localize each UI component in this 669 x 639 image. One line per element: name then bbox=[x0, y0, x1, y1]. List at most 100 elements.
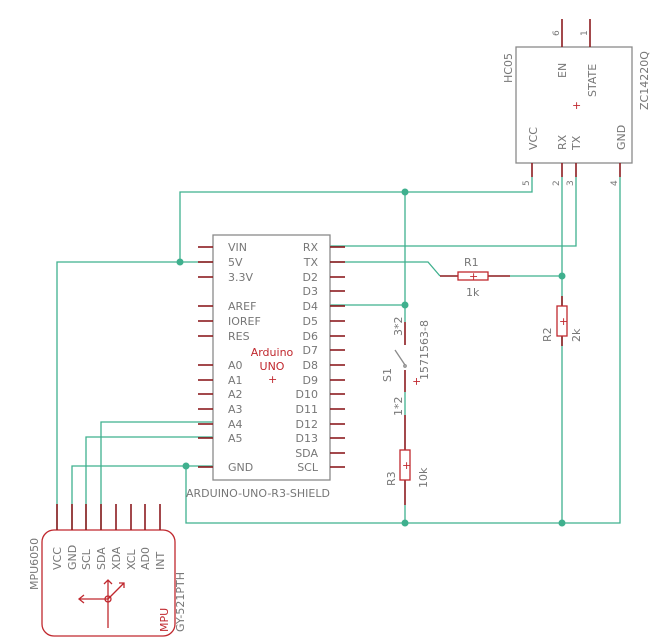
hc05-pin-vcc: VCC bbox=[527, 127, 540, 150]
mpu-pin-ad0: AD0 bbox=[139, 547, 152, 570]
hc05-pin-tx: TX bbox=[570, 135, 583, 151]
arduino-left-pin-lines bbox=[198, 246, 213, 468]
junction-dot bbox=[558, 272, 566, 280]
svg-text:+: + bbox=[559, 315, 568, 328]
r2-name: R2 bbox=[541, 327, 554, 342]
wire-5v-top bbox=[179, 177, 533, 262]
arduino-uno-shield[interactable]: VIN 5V 3.3V AREF IOREF RES A0 A1 A2 A3 A… bbox=[186, 234, 345, 500]
junction-dot bbox=[401, 301, 409, 309]
r3-value: 10k bbox=[417, 467, 430, 488]
arduino-pin-d5: D5 bbox=[303, 315, 318, 328]
hc05-pin-rx: RX bbox=[556, 134, 569, 150]
arduino-pin-d3: D3 bbox=[303, 285, 318, 298]
arduino-right-pin-lines bbox=[330, 246, 345, 468]
wire-arduino-tx bbox=[330, 261, 441, 277]
wire-a5-scl bbox=[85, 436, 213, 530]
hc05-pin-number-3: 3 bbox=[566, 180, 576, 186]
arduino-pin-a5: A5 bbox=[228, 432, 243, 445]
hc05-pin-number-2: 2 bbox=[552, 180, 562, 186]
arduino-pin-d8: D8 bbox=[303, 359, 318, 372]
s1-name: S1 bbox=[381, 368, 394, 382]
arduino-pin-scl: SCL bbox=[297, 461, 319, 474]
arduino-name-line1: Arduino bbox=[251, 346, 294, 359]
wire-5v-mpu bbox=[56, 261, 213, 530]
arduino-pin-a0: A0 bbox=[228, 359, 243, 372]
mpu-pin-xda: XDA bbox=[110, 546, 123, 570]
arduino-pin-rx: RX bbox=[303, 241, 319, 254]
arduino-pin-d11: D11 bbox=[296, 403, 318, 416]
mpu-pin-gnd: GND bbox=[66, 545, 79, 570]
arduino-pin-a4: A4 bbox=[228, 418, 243, 431]
hc05-value: ZC14220Q bbox=[638, 51, 651, 110]
junction-dot bbox=[558, 519, 566, 527]
hc05-origin-mark: + bbox=[572, 99, 581, 112]
resistor-r2[interactable]: + R2 2k bbox=[541, 296, 583, 346]
hc05-pin-number-6: 6 bbox=[552, 30, 562, 36]
wire-r1-r2 bbox=[510, 275, 563, 306]
junction-dot bbox=[176, 258, 184, 266]
wire-a4-sda bbox=[100, 421, 213, 530]
arduino-pin-d10: D10 bbox=[296, 388, 318, 401]
svg-text:+: + bbox=[410, 377, 423, 386]
svg-text:+: + bbox=[402, 459, 411, 472]
mpu-pin-scl: SCL bbox=[80, 548, 93, 570]
s1-pin-top: 3*2 bbox=[392, 317, 405, 337]
hc05-pin-state: STATE bbox=[586, 64, 599, 97]
r2-value: 2k bbox=[570, 328, 583, 342]
arduino-pin-ioref: IOREF bbox=[228, 315, 261, 328]
junctions bbox=[176, 188, 566, 527]
arduino-pin-3v3: 3.3V bbox=[228, 271, 253, 284]
arduino-pin-d13: D13 bbox=[296, 432, 318, 445]
arduino-pin-d9: D9 bbox=[303, 374, 318, 387]
hc05-pin-number-1: 1 bbox=[580, 30, 590, 36]
arduino-pin-5v: 5V bbox=[228, 256, 243, 269]
svg-text:+: + bbox=[469, 270, 478, 283]
arduino-pin-d7: D7 bbox=[303, 344, 318, 357]
s1-value: 1571563-8 bbox=[418, 320, 431, 380]
wire-hc05-tx bbox=[330, 177, 577, 247]
axis-marker-icon bbox=[77, 579, 125, 628]
arduino-pin-vin: VIN bbox=[228, 241, 247, 254]
r1-value: 1k bbox=[466, 286, 480, 299]
mpu-name: MPU6050 bbox=[28, 538, 41, 590]
mpu-label: MPU bbox=[158, 608, 171, 632]
arduino-pin-a2: A2 bbox=[228, 388, 243, 401]
arduino-pin-d2: D2 bbox=[303, 271, 318, 284]
s1-pin-bottom: 1*2 bbox=[392, 397, 405, 417]
arduino-pin-a1: A1 bbox=[228, 374, 243, 387]
mpu-pin-int: INT bbox=[154, 552, 167, 570]
switch-s1[interactable]: 3*2 1*2 S1 1571563-8 + bbox=[381, 317, 431, 426]
resistor-r3[interactable]: + R3 10k bbox=[385, 425, 430, 505]
hc05-pin-en: EN bbox=[556, 63, 569, 78]
junction-dot bbox=[401, 519, 409, 527]
mpu-pin-sda: SDA bbox=[95, 547, 108, 570]
arduino-value: ARDUINO-UNO-R3-SHIELD bbox=[186, 487, 330, 500]
mpu6050-module[interactable]: VCC GND SCL SDA XDA XCL AD0 INT MPU MPU6… bbox=[28, 504, 187, 637]
hc05-pin-number-5: 5 bbox=[522, 180, 532, 186]
wire-hc05-gnd bbox=[562, 177, 621, 524]
r1-name: R1 bbox=[464, 256, 479, 269]
hc05-pin-gnd: GND bbox=[615, 125, 628, 150]
arduino-pin-d12: D12 bbox=[296, 418, 318, 431]
r3-name: R3 bbox=[385, 471, 398, 486]
arduino-pin-gnd: GND bbox=[228, 461, 253, 474]
arduino-pin-res: RES bbox=[228, 330, 250, 343]
arduino-origin-mark: + bbox=[268, 373, 277, 386]
hc05-name: HC05 bbox=[502, 53, 515, 83]
wire-gnd-bus bbox=[185, 466, 562, 524]
hc05-pin-number-4: 4 bbox=[610, 180, 620, 186]
junction-dot bbox=[401, 188, 409, 196]
mpu-pin-xcl: XCL bbox=[125, 549, 138, 570]
junction-dot bbox=[182, 462, 190, 470]
arduino-pin-a3: A3 bbox=[228, 403, 243, 416]
arduino-pin-aref: AREF bbox=[228, 300, 256, 313]
arduino-name-line2: UNO bbox=[260, 360, 285, 373]
hc05-module[interactable]: 6 1 5 2 3 4 EN STATE VCC RX TX GND HC05 … bbox=[502, 19, 651, 186]
wires bbox=[56, 177, 621, 530]
mpu-value: GY-521PTH bbox=[174, 572, 187, 632]
arduino-pin-sda: SDA bbox=[295, 447, 318, 460]
arduino-pin-d4: D4 bbox=[303, 300, 318, 313]
resistor-r1[interactable]: + R1 1k bbox=[440, 256, 510, 299]
mpu-pin-vcc: VCC bbox=[51, 547, 64, 570]
